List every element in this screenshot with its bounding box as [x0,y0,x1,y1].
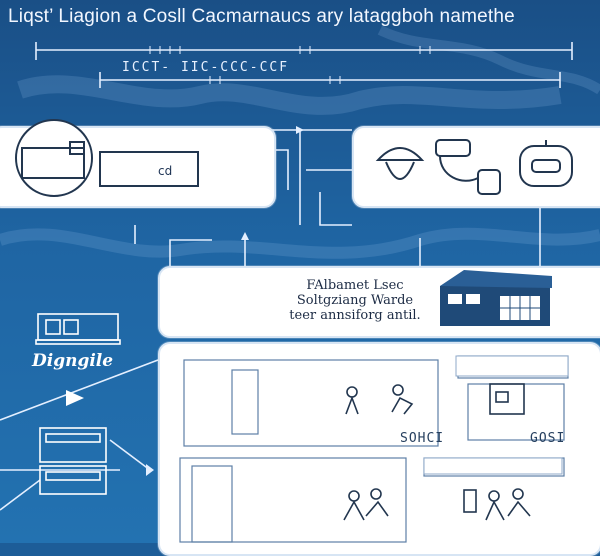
info-line-3: teer annsiforg antil. [289,308,421,323]
left-section-label: Digngile [32,351,114,371]
staff-panel [352,126,600,208]
page-title: Liqst’ Liagion a Cosll Cacmarnaucs ary l… [8,6,515,27]
floor-plan-panel [158,342,600,556]
machine-panel [0,126,276,208]
flow-code-label: ICCT- IIC-CCC-CCF [122,60,290,75]
info-text-block: FAlbamet Lsec Soltgziang Warde teer anns… [270,278,440,323]
info-line-1: FAlbamet Lsec [306,278,404,293]
room-label-right: GOSI [530,431,566,446]
info-line-2: Soltgziang Warde [296,293,414,308]
box-code-label: cd [158,164,173,178]
world-map-texture [0,25,600,259]
room-label-left: SOHCI [400,431,445,446]
